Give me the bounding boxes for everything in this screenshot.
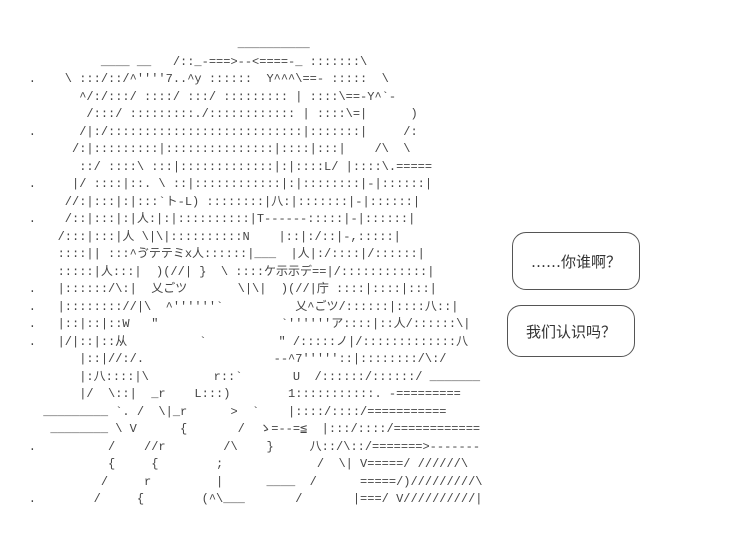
speech-bubble-text: ……你谁啊？	[530, 252, 621, 271]
art-line: _________ `. / \|_r > ` |::::/::::/=====…	[0, 404, 447, 419]
art-line: ^/:/:::/ ::::/ :::/ ::::::::: | ::::\==-…	[0, 89, 397, 104]
art-line: . |:::::::://|\ ^''''''` 乂^ごツ/::::::|:::…	[0, 299, 459, 314]
art-line: ________ \ V { / ゝ=--=≦ |:::/::::/======…	[0, 422, 481, 436]
art-line: /:::/ :::::::::./:::::::::::: | ::::\=| …	[0, 107, 418, 121]
art-line: . \ :::/::/^''''7..^y :::::: Y^^^\==- ::…	[0, 72, 389, 86]
art-line: ::::|| :::^ゔテテミx人::::::|___ |人|:/::::|/:…	[0, 247, 425, 261]
speech-bubble-who-are-you: ……你谁啊？	[512, 232, 640, 290]
ascii-art: __________ ____ __ /::_-===>--<====-_ ::…	[0, 36, 483, 509]
art-line: |/ \::| _r L:::) 1:::::::::::. -========…	[0, 387, 461, 401]
art-line: ____ __ /::_-===>--<====-_ :::::::\	[0, 54, 368, 69]
art-line: . |/|::|::从 ` " /:::::ノ|/:::::::::::::八	[0, 334, 469, 349]
art-line: . / { (^\___ / |===/ V//////////|	[0, 492, 483, 506]
art-line: . |::|::|::W " `''''''ア::::|::人/::::::\|	[0, 317, 471, 331]
art-line: / r | ____ / =====/)/////////\	[0, 474, 483, 489]
art-line: |::|//:/. --^7'''''::|::::::::/\:/	[0, 352, 447, 366]
art-line: __________	[0, 37, 310, 51]
art-line: /:|:::::::::|:::::::::::::::|::::|:::| /…	[0, 142, 411, 156]
art-line: /:::|:::|人 \|\|::::::::::N |::|:/::|-,::…	[0, 229, 401, 244]
art-line: . /|:/:::::::::::::::::::::::::::|::::::…	[0, 124, 418, 139]
speech-bubble-text: 我们认识吗？	[525, 322, 616, 341]
art-line: . /::|:::|:|人:|:|::::::::::|T------:::::…	[0, 212, 416, 226]
art-line: :::::|人:::| )(//| } \ ::::ケ示示デ==|/::::::…	[0, 264, 435, 279]
art-line: . |::::::/\:| 乂ごツ \|\| )(//|庁 ::::|::::|…	[0, 282, 437, 296]
speech-bubble-do-we-know-each-other: 我们认识吗？	[507, 305, 635, 357]
art-line: . / //r /\ } 八::/\::/=======>-------	[0, 439, 481, 454]
art-line: { { ; / \| V=====/ //////\	[0, 457, 469, 471]
art-line: ::/ ::::\ :::|:::::::::::::|:|::::L/ |::…	[0, 159, 433, 174]
art-line: //:|:::|:|:::`ト-L) ::::::::|八:|:::::::|-…	[0, 194, 421, 209]
art-line: . |/ ::::|::. \ ::|::::::::::::|:|::::::…	[0, 177, 433, 191]
art-line: |:八::::|\ r::` U /::::::/::::::/ _______	[0, 369, 481, 384]
